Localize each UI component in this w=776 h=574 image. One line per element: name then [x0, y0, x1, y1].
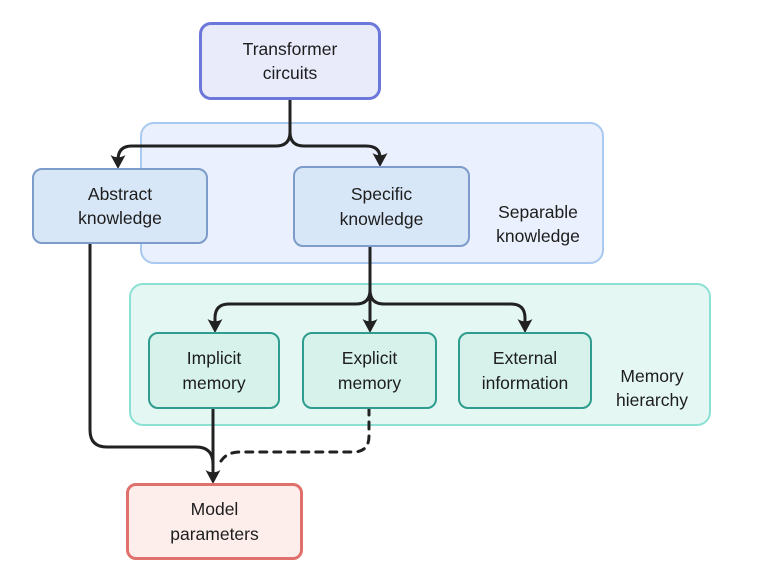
node-explicit-memory: Explicit memory	[302, 332, 437, 409]
arrowhead-into-model	[205, 470, 221, 484]
node-implicit-memory: Implicit memory	[148, 332, 280, 409]
node-model-parameters: Model parameters	[126, 483, 303, 560]
node-abstract-knowledge: Abstract knowledge	[32, 168, 208, 244]
arrowhead-into-abstract	[110, 155, 126, 169]
group-label-separable-knowledge: Separable knowledge	[496, 202, 580, 247]
node-transformer-circuits: Transformer circuits	[199, 22, 381, 100]
group-label-memory-hierarchy: Memory hierarchy	[616, 366, 688, 411]
node-specific-knowledge: Specific knowledge	[293, 166, 470, 247]
node-external-information: External information	[458, 332, 592, 409]
